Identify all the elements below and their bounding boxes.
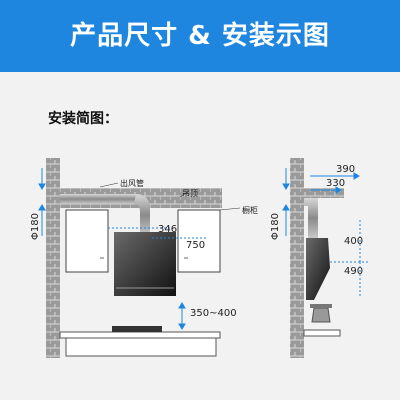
label-exhaust-pipe: 出风管 [120, 179, 144, 188]
dim-490: 490 [344, 266, 364, 277]
dim-750: 750 [186, 240, 206, 251]
dim-390: 390 [336, 164, 356, 175]
section-title: 安装简图： [48, 111, 118, 127]
cabinet-right [177, 209, 221, 273]
dim-phi180-left: Φ180 [30, 213, 41, 240]
range-hood-side [306, 238, 330, 300]
dim-346: 346 [158, 224, 178, 235]
title-banner [0, 0, 400, 72]
right-wall [290, 158, 304, 358]
pot [311, 307, 331, 323]
label-cabinet: 橱柜 [242, 206, 258, 215]
right-ceiling [304, 188, 344, 198]
dim-330: 330 [326, 178, 346, 189]
right-counter [303, 329, 341, 337]
dim-phi180-right: Φ180 [270, 213, 281, 240]
label-ceiling: 吊顶 [182, 189, 198, 198]
cabinet-left [65, 209, 109, 273]
countertop [59, 331, 221, 339]
pipe-bend [134, 194, 150, 236]
right-pipe [304, 198, 318, 238]
base-cabinet [65, 337, 217, 357]
exhaust-pipe [60, 194, 138, 204]
left-wall [46, 158, 60, 358]
dim-350-400: 350~400 [190, 308, 237, 319]
range-hood-left [114, 232, 176, 296]
dim-400: 400 [344, 236, 364, 247]
page-title: 产品尺寸 & 安装示图 [70, 21, 330, 51]
